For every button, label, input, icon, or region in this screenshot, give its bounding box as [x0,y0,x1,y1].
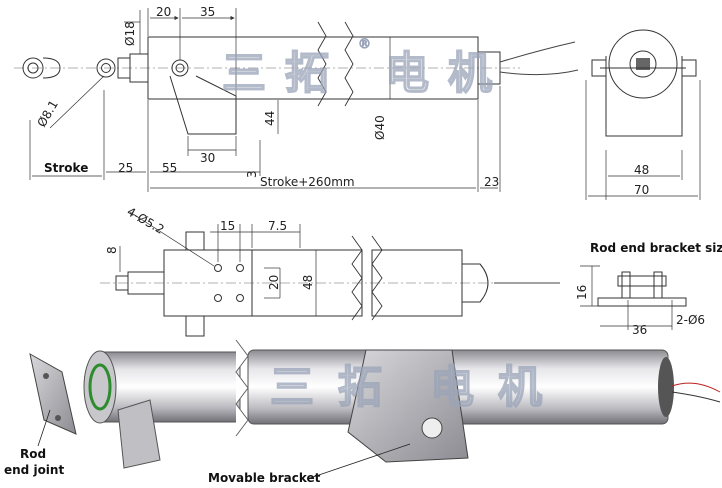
watermark-char-4b: 机 [498,362,542,413]
dim-phi18: Ø18 [123,21,137,46]
stroke-label: Stroke [44,161,88,175]
rod-end-label-1: Rod [20,447,46,461]
dim-20-mid: 20 [267,275,281,290]
dim-55: 55 [162,161,177,175]
watermark-char-3b: 电 [430,362,474,413]
dim-25: 25 [118,161,133,175]
movable-bracket-label: Movable bracket [208,471,321,485]
dim-2-phi6: 2-Ø6 [676,313,705,327]
mid-view [100,211,560,337]
dim-48-mid: 48 [301,275,315,290]
dim-phi8-1: Ø8.1 [34,98,60,130]
dim-15: 15 [220,219,235,233]
dim-44: 44 [263,111,277,126]
watermark-char-3: 电 [385,48,429,99]
end-view [585,29,701,200]
dim-30: 30 [200,151,215,165]
dim-phi40: Ø40 [373,115,387,140]
bracket-view [580,265,687,330]
top-view [14,8,579,192]
dim-48-end: 48 [634,163,649,177]
dim-20: 20 [156,5,171,19]
dim-70: 70 [634,183,649,197]
stroke-total-label: Stroke+260mm [260,175,355,189]
watermark-char-1: 三 [222,48,266,99]
rod-end-label-2: end joint [4,463,64,477]
product-render [29,339,721,469]
dim-8: 8 [105,246,119,254]
watermark-registered: ® [358,37,371,52]
watermark-char-4: 机 [448,48,492,99]
bracket-title: Rod end bracket size [590,241,722,255]
dim-3: 3 [245,170,259,178]
dim-23: 23 [484,175,499,189]
watermark-char-2: 拓 [285,48,329,99]
watermark-char-2b: 拓 [338,362,382,413]
dim-36: 36 [632,323,647,337]
dim-16: 16 [575,285,589,300]
dim-4-phi5-2: 4-Ø5.2 [125,204,167,236]
dim-35: 35 [200,5,215,19]
dim-7-5: 7.5 [268,219,287,233]
watermark-char-1b: 三 [270,362,314,413]
watermark: 三 拓 电 机 ® 三 拓 电 机 [221,37,543,414]
